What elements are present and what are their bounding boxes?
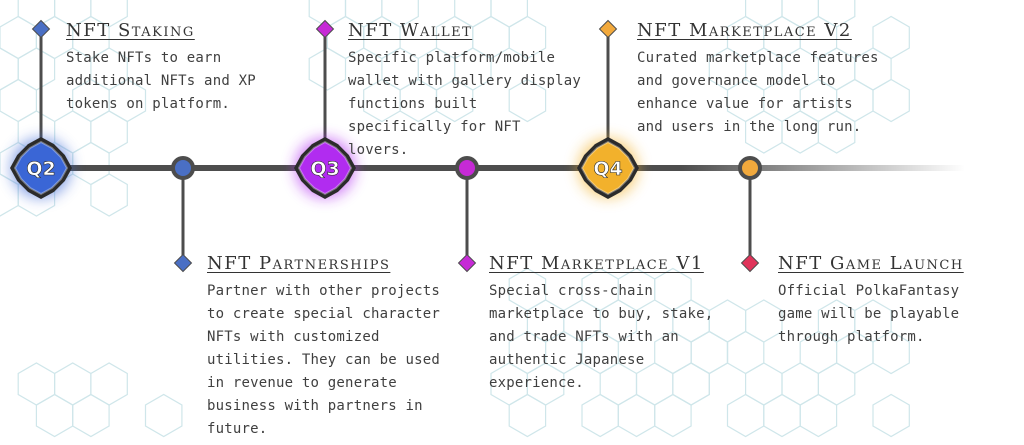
badge-fill (13, 140, 69, 196)
milestone-description: Special cross-chain marketplace to buy, … (489, 283, 714, 391)
quarter-label: Q3 (310, 158, 339, 180)
milestone-description: Specific platform/mobile wallet with gal… (348, 50, 581, 158)
quarter-badge-q3: Q3 (294, 137, 356, 199)
background-hexagon (508, 78, 547, 123)
milestone-description: Official PolkaFantasy game will be playa… (778, 283, 960, 345)
milestone-nft-partnerships: NFT Partnerships Partner with other proj… (207, 253, 457, 441)
milestone-title: NFT Partnerships (207, 253, 391, 274)
quarter-label: Q2 (26, 158, 55, 180)
milestone-nft-marketplace-v1: NFT Marketplace V1 Special cross-chain m… (489, 253, 724, 395)
timeline-node-q2-mid (171, 156, 195, 180)
quarter-badge-q4: Q4 (577, 137, 639, 199)
milestone-description: Stake NFTs to earn additional NFTs and X… (66, 50, 256, 112)
milestone-title: NFT Wallet (348, 20, 473, 41)
milestone-description: Partner with other projects to create sp… (207, 283, 440, 437)
background-hexagon (817, 110, 856, 154)
timeline-main-line (20, 165, 965, 171)
marker-diamond-staking (31, 19, 51, 39)
background-hexagon (90, 173, 128, 217)
background-hexagon (872, 78, 910, 123)
background-hexagon (435, 78, 474, 123)
badge-fill (580, 140, 636, 196)
background-hexagon (872, 330, 910, 375)
milestone-title: NFT Marketplace V1 (489, 253, 704, 274)
badge-fill (297, 140, 353, 196)
milestone-title: NFT Game Launch (778, 253, 964, 274)
marker-diamond-game-launch (740, 253, 760, 273)
marker-diamond-marketplace-v2 (598, 19, 618, 39)
milestone-nft-marketplace-v2: NFT Marketplace V2 Curated marketplace f… (637, 20, 882, 139)
timeline-node-q4-mid (738, 156, 762, 180)
quarter-label: Q4 (593, 158, 622, 180)
background-hexagon (144, 393, 183, 438)
milestone-description: Curated marketplace features and governa… (637, 50, 879, 135)
marker-diamond-partnerships (173, 253, 193, 273)
quarter-badge-q2: Q2 (10, 137, 72, 199)
milestone-title: NFT Staking (66, 20, 195, 41)
background-hexagon (799, 393, 838, 438)
milestone-nft-game-launch: NFT Game Launch Official PolkaFantasy ga… (778, 253, 998, 349)
background-hexagon (508, 15, 547, 60)
milestone-nft-staking: NFT Staking Stake NFTs to earn additiona… (66, 20, 276, 116)
background-hexagon (508, 393, 547, 438)
marker-diamond-wallet (315, 19, 335, 39)
milestone-title: NFT Marketplace V2 (637, 20, 852, 41)
milestone-nft-wallet: NFT Wallet Specific platform/mobile wall… (348, 20, 588, 162)
background-hexagon (872, 393, 910, 438)
background-hexagon (308, 47, 347, 91)
background-hexagon (72, 393, 110, 438)
timeline-node-q3-mid (455, 156, 479, 180)
marker-diamond-marketplace-v1 (457, 253, 477, 273)
background-hexagon (672, 362, 710, 406)
